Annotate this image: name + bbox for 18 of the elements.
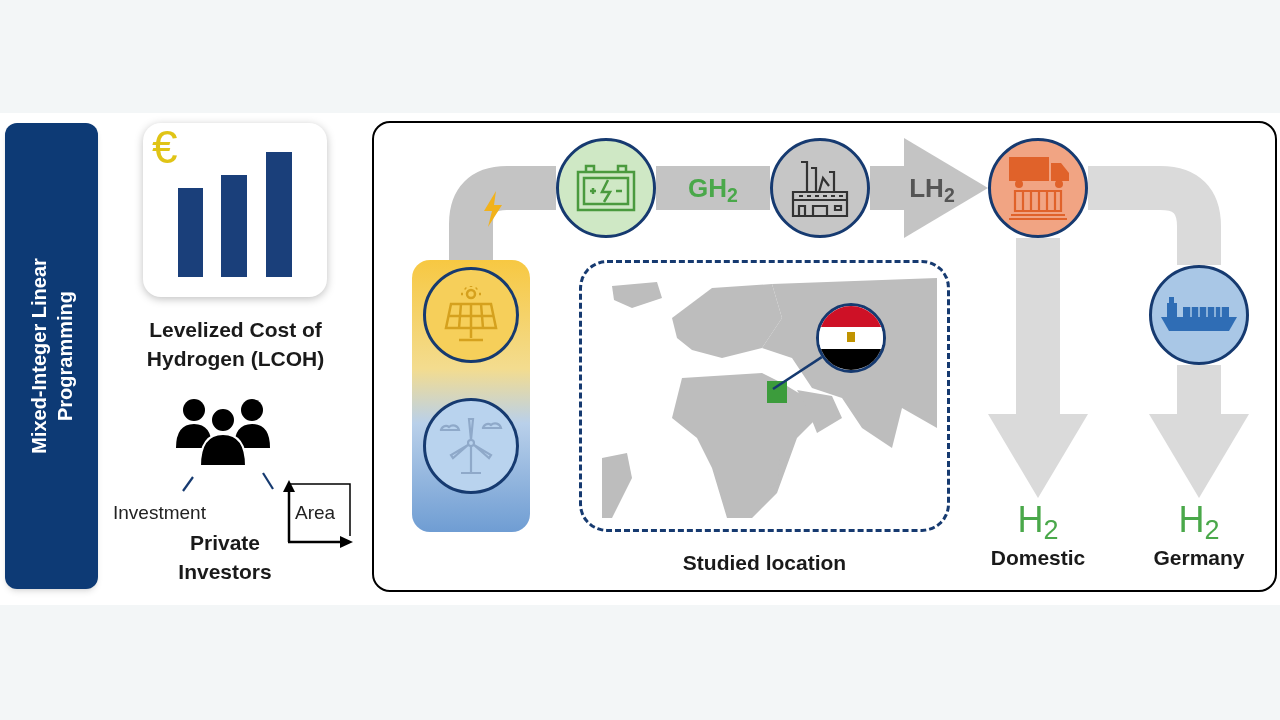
product-formula: H$_{2}$ <box>1178 498 1220 542</box>
flow-arrow <box>870 138 988 238</box>
product-formula: H$_{2}$ <box>1017 498 1059 542</box>
currency-symbol: € <box>152 122 178 172</box>
energy-source-bar <box>412 260 530 532</box>
sidebar-panel <box>5 123 98 589</box>
flow-arrow <box>988 238 1088 498</box>
process-panel <box>372 121 1277 592</box>
group-label: Private Investors <box>177 530 273 585</box>
leader-line <box>772 356 823 391</box>
destination-label: Germany <box>1153 545 1245 571</box>
sidebar-title: Mixed-Integer Linear Programming <box>26 257 77 456</box>
region-caption: Studied location <box>681 550 848 576</box>
flow-arrow <box>1149 365 1249 498</box>
destination-label: Domestic <box>990 545 1086 571</box>
card-caption: Levelized Cost of Hydrogen (LCOH) <box>145 317 326 372</box>
area-label: Area <box>295 501 336 525</box>
investment-label: Investment <box>113 501 206 525</box>
